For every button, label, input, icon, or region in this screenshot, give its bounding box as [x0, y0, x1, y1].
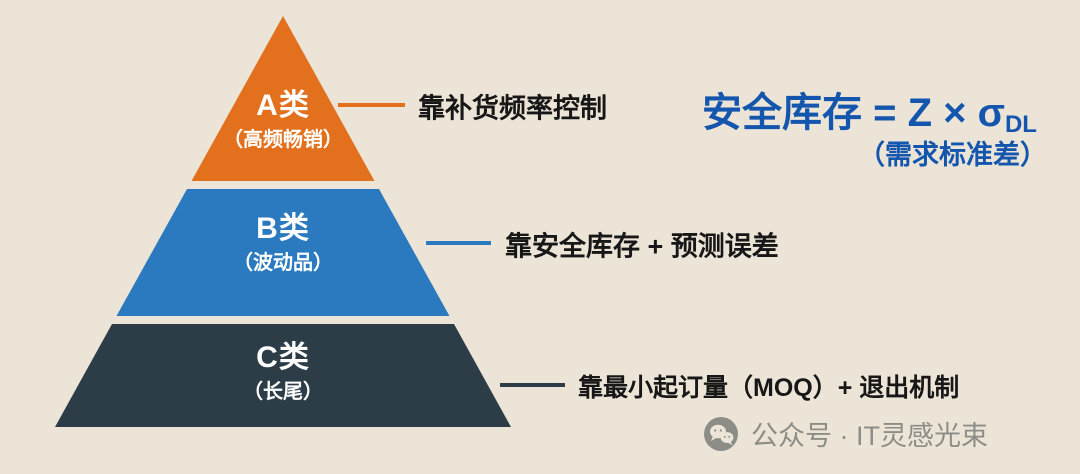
tier-b-annotation: 靠安全库存 + 预测误差 [505, 231, 779, 262]
tier-b-sublabel: （波动品） [233, 252, 333, 274]
tier-b-label-group: B类 （波动品） [133, 211, 433, 275]
tier-a-annotation: 靠补货频率控制 [418, 93, 607, 124]
tier-a-label-group: A类 （高频畅销） [133, 88, 433, 152]
safety-stock-formula: 安全库存 = Z × σDL [702, 80, 1037, 139]
formula-subscript: DL [1004, 111, 1037, 138]
tier-b-shape [116, 189, 450, 316]
tier-a-sublabel: （高频畅销） [223, 129, 343, 151]
tier-c-label-group: C类 （长尾） [133, 340, 433, 404]
tier-a-shape [191, 16, 375, 181]
tier-c-sublabel: （长尾） [243, 381, 323, 403]
tier-c-label: C类 [256, 341, 310, 374]
tier-c-shape [55, 324, 511, 427]
tier-a-label: A类 [256, 89, 310, 122]
footer-text: 公众号 · IT灵感光束 [751, 421, 988, 451]
tier-c-annotation: 靠最小起订量（MOQ）+ 退出机制 [578, 374, 960, 402]
formula-note: （需求标准差） [858, 140, 1047, 170]
footer: 公众号 · IT灵感光束 [703, 414, 988, 453]
wechat-icon [703, 416, 739, 452]
formula-main: 安全库存 = Z × σ [702, 91, 1005, 135]
tier-b-label: B类 [256, 212, 310, 245]
